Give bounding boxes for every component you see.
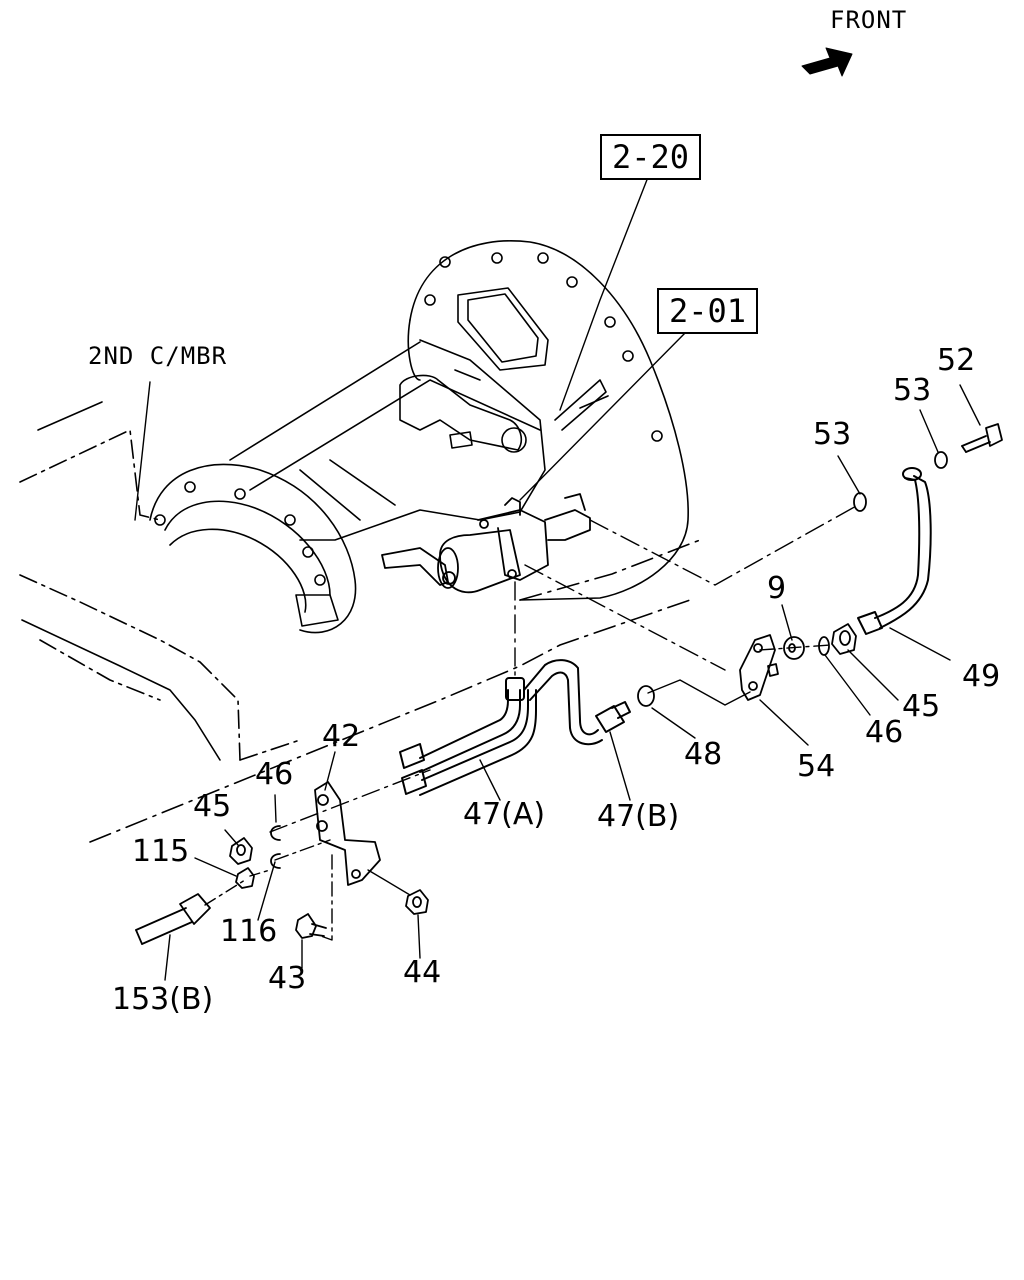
- part-number-44[interactable]: 44: [403, 955, 442, 990]
- o-ring-53-right: [934, 451, 948, 469]
- frame-outline: [19, 401, 701, 843]
- leader-lines: [164, 384, 981, 981]
- part-number-45-right[interactable]: 45: [902, 689, 941, 724]
- nut-45-right: [831, 623, 857, 655]
- part-number-115[interactable]: 115: [132, 834, 190, 869]
- bracket-42: [314, 781, 381, 886]
- part-number-46-right[interactable]: 46: [865, 715, 904, 750]
- nut-44: [405, 889, 429, 915]
- part-number-43[interactable]: 43: [268, 961, 307, 996]
- part-number-9[interactable]: 9: [767, 571, 787, 606]
- part-number-48[interactable]: 48: [684, 737, 723, 772]
- part-number-42[interactable]: 42: [322, 719, 361, 754]
- hose-153b: [135, 893, 211, 945]
- washer-9: [783, 636, 805, 660]
- clip-46-left: [270, 825, 281, 841]
- part-number-53-right[interactable]: 53: [893, 373, 932, 408]
- part-number-53-left[interactable]: 53: [813, 417, 852, 452]
- reference-2-20-text: 2-20: [612, 138, 690, 176]
- bolt-52: [961, 423, 1003, 453]
- bolt-43: [295, 913, 327, 939]
- washer-46-right: [818, 636, 830, 656]
- part-number-116[interactable]: 116: [220, 914, 278, 949]
- part-number-45-left[interactable]: 45: [193, 789, 232, 824]
- reference-box-2-20[interactable]: 2-20: [600, 134, 702, 180]
- reference-2-01-text: 2-01: [669, 292, 747, 330]
- hydraulic-pipe-47a: [399, 677, 537, 796]
- nut-45-left: [229, 837, 253, 865]
- part-number-52[interactable]: 52: [937, 343, 976, 378]
- part-number-54[interactable]: 54: [797, 749, 836, 784]
- nut-115: [235, 867, 255, 889]
- front-direction-label: FRONT: [830, 6, 908, 34]
- clip-116: [270, 853, 281, 869]
- reference-box-2-01[interactable]: 2-01: [657, 288, 759, 334]
- cylinder-assembly: [381, 493, 591, 594]
- hydraulic-pipe-47b: [523, 659, 631, 746]
- part-number-153b[interactable]: 153(B): [112, 982, 214, 1017]
- o-ring-53-left: [853, 492, 867, 512]
- o-ring-48: [637, 685, 655, 707]
- hydraulic-pipe-49: [857, 467, 932, 635]
- front-arrow-icon: [801, 47, 853, 77]
- part-number-46-left[interactable]: 46: [255, 757, 294, 792]
- bracket-54: [739, 634, 779, 701]
- part-number-47b[interactable]: 47(B): [597, 799, 680, 834]
- transmission-housing: [149, 240, 689, 634]
- part-number-47a[interactable]: 47(A): [463, 797, 546, 832]
- part-number-49[interactable]: 49: [962, 659, 1001, 694]
- crossmember-label: 2ND C/MBR: [88, 342, 228, 370]
